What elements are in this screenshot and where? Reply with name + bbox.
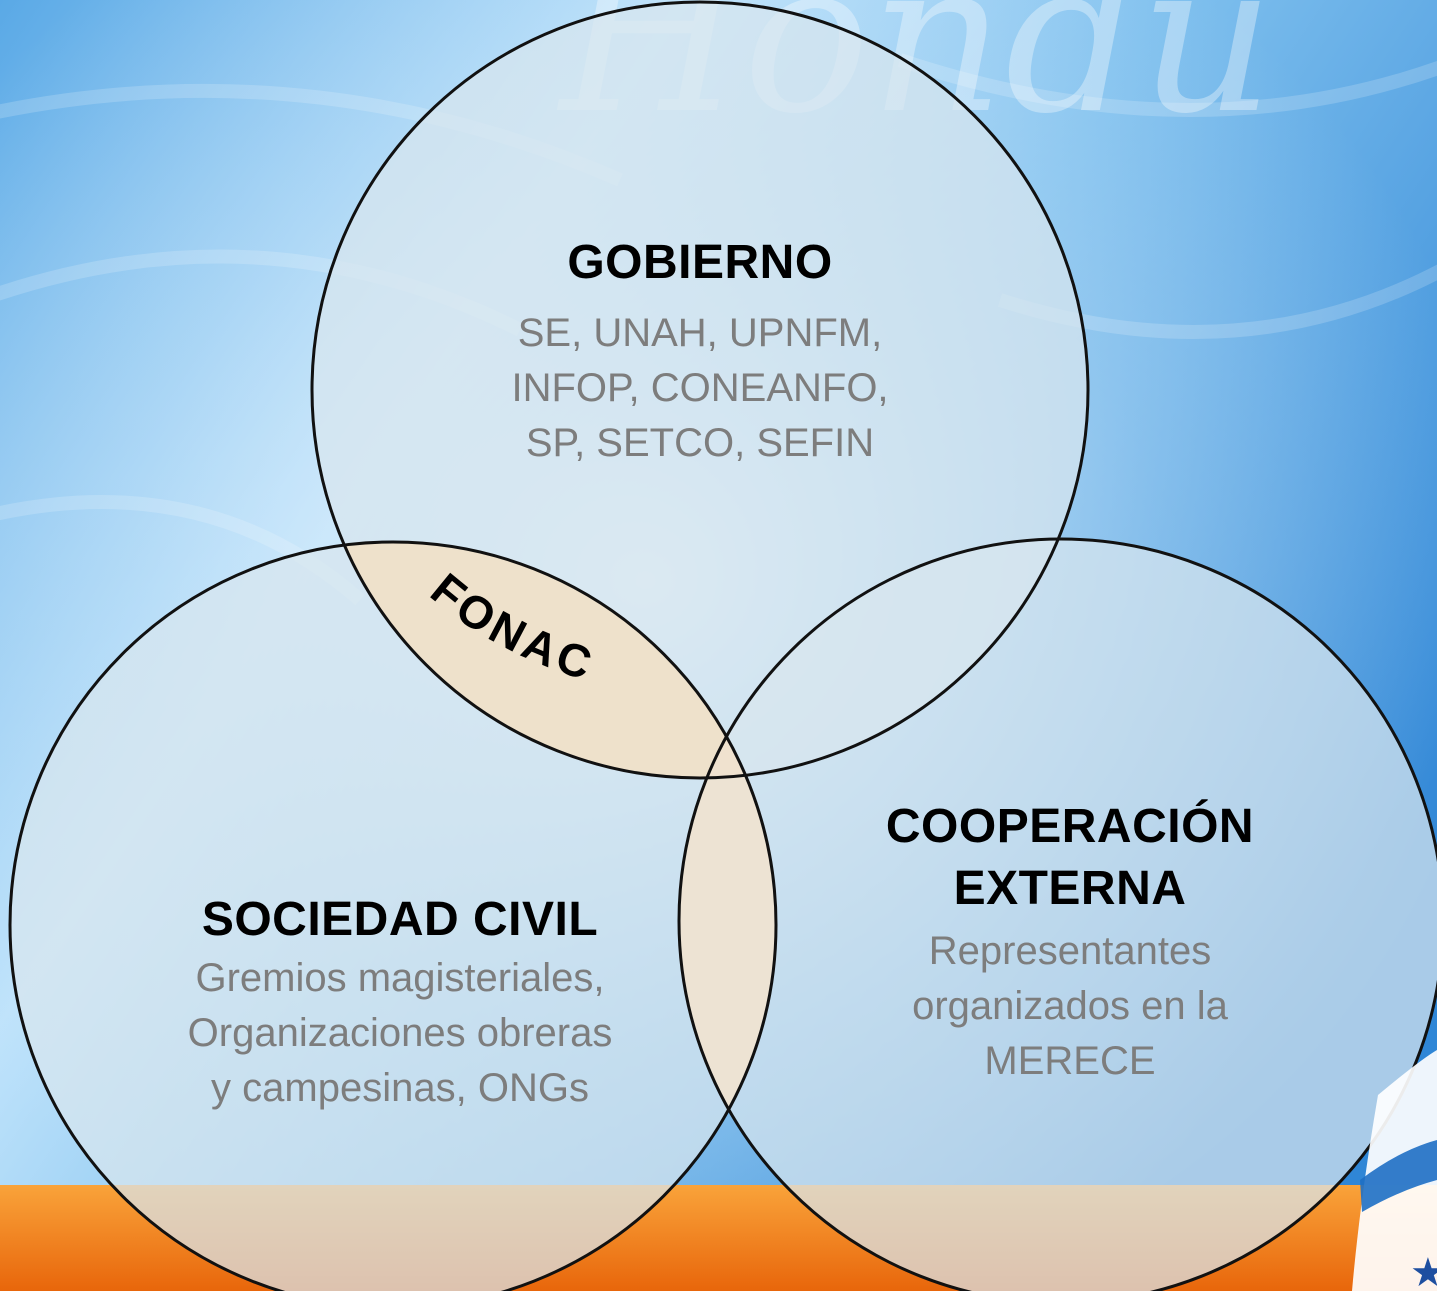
svg-text:★: ★ bbox=[1410, 1250, 1437, 1291]
gobierno-member-line: SP, SETCO, SEFIN bbox=[525, 421, 875, 465]
gobierno-heading: GOBIERNO bbox=[567, 236, 833, 289]
gobierno-circle-outline bbox=[310, 0, 1090, 780]
flag-star-icon: ★ bbox=[1352, 1050, 1437, 1291]
cooperacion-externa-text-block: COOPERACIÓN EXTERNA Representantes organ… bbox=[790, 800, 1350, 1089]
gobierno-member-line: INFOP, CONEANFO, bbox=[511, 366, 889, 410]
cooperacion-externa-member-line: Representantes bbox=[928, 929, 1212, 973]
gobierno-text-block: GOBIERNO SE, UNAH, UPNFM, INFOP, CONEANF… bbox=[420, 236, 980, 471]
cooperacion-externa-heading: EXTERNA bbox=[953, 862, 1187, 915]
sociedad-civil-text-block: SOCIEDAD CIVIL Gremios magisteriales, Or… bbox=[110, 893, 690, 1116]
cooperacion-externa-circle bbox=[679, 539, 1437, 1291]
sociedad-civil-heading: SOCIEDAD CIVIL bbox=[201, 893, 599, 946]
cooperacion-externa-circle-outline bbox=[677, 537, 1437, 1291]
gobierno-member-line: SE, UNAH, UPNFM, bbox=[517, 311, 883, 355]
cooperacion-externa-member-line: MERECE bbox=[984, 1039, 1156, 1083]
sociedad-civil-member-line: y campesinas, ONGs bbox=[211, 1066, 589, 1110]
fonac-overlap bbox=[312, 542, 776, 778]
sociedad-civil-member-line: Gremios magisteriales, bbox=[195, 956, 605, 1000]
sociedad-civil-member-line: Organizaciones obreras bbox=[187, 1011, 613, 1055]
cooperacion-externa-member-line: organizados en la bbox=[912, 984, 1228, 1028]
sociedad-civil-circle-outline bbox=[8, 540, 778, 1291]
cooperacion-externa-heading: COOPERACIÓN bbox=[885, 800, 1255, 853]
